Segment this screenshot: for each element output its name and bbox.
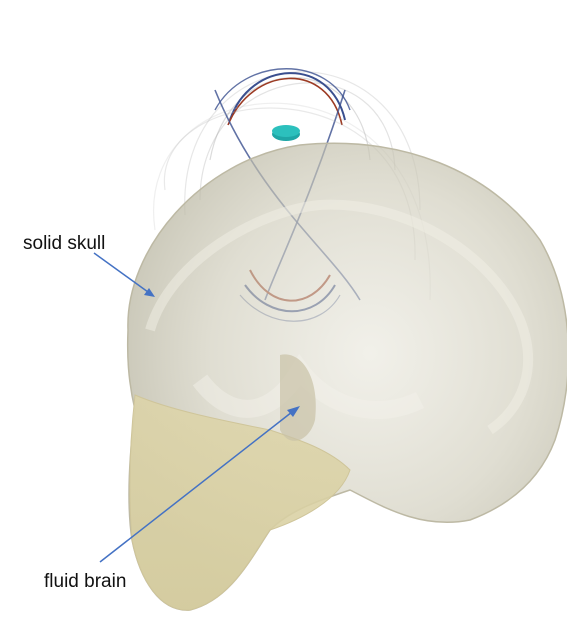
fluid-brain-label: fluid brain xyxy=(44,571,126,593)
solid-skull-label: solid skull xyxy=(23,233,105,255)
